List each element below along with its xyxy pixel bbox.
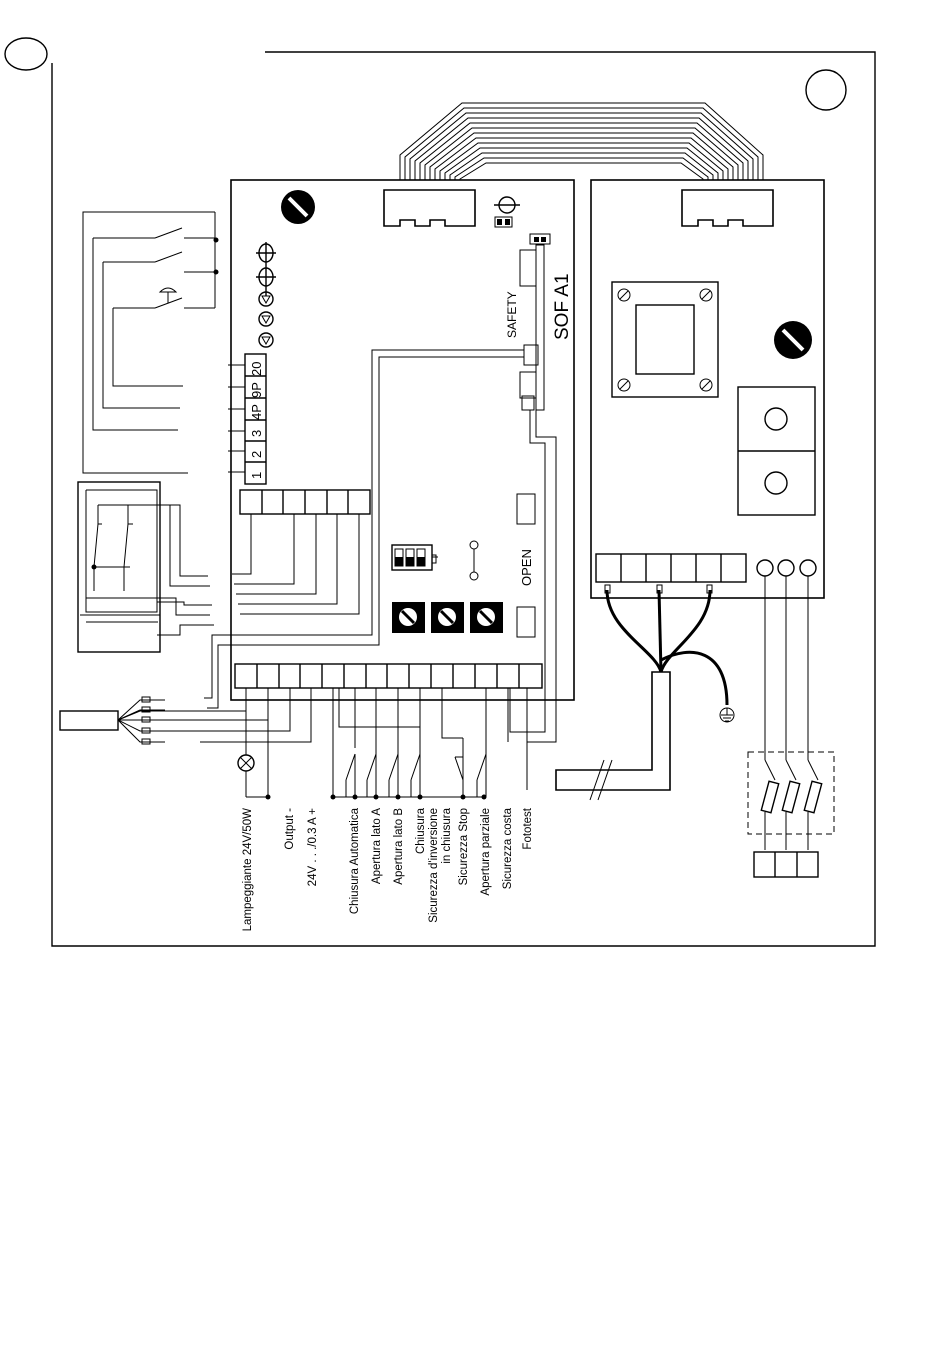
potentiometer-icon: [281, 190, 315, 224]
mains-terminal-block: [754, 852, 818, 877]
ribbon-connector-right: [682, 190, 773, 226]
terminal-label: 1: [249, 472, 264, 479]
power-potentiometer-icon: [774, 321, 812, 359]
safety-label: SAFETY: [505, 291, 519, 338]
label-chiusura: Chiusura: [415, 807, 427, 854]
terminal-label: 4P: [249, 404, 264, 420]
lamp-icon: [238, 755, 254, 771]
label-in-chiusura: in chiusura: [441, 807, 453, 863]
mains-cable: [556, 585, 727, 800]
trimmer-icons: [392, 602, 503, 633]
label-sicurezza-inversione: Sicurezza d'inversione: [428, 808, 440, 923]
label-apertura-parziale: Apertura parziale: [480, 808, 492, 896]
label-sicurezza-costa: Sicurezza costa: [502, 807, 514, 889]
badge-circle-right: [806, 70, 846, 110]
contact-switches: [346, 754, 486, 797]
power-board: [591, 180, 824, 598]
motor-connector: [60, 697, 165, 744]
terminal-label: 2: [249, 451, 264, 458]
fuse-wires: [765, 576, 808, 760]
open-label: OPEN: [519, 549, 534, 586]
key-selector-panel: [78, 482, 160, 652]
fuse-elements: [761, 760, 821, 850]
board-model-label: SOF A1: [552, 273, 573, 340]
label-lampeggiante: Lampeggiante 24V/50W: [242, 808, 254, 932]
bottom-labels: Lampeggiante 24V/50W Output - 24V . . ./…: [242, 807, 534, 931]
label-output: Output -: [284, 808, 296, 850]
ribbon-cable: [400, 103, 763, 190]
ground-icon: [720, 708, 734, 722]
corner-badge: [5, 38, 47, 70]
label-24v: 24V . . ./0.3 A +: [307, 808, 319, 887]
terminal-label: 9P: [249, 382, 264, 398]
ribbon-connector-left: [384, 190, 475, 226]
label-chiusura-automatica: Chiusura Automatica: [349, 807, 361, 914]
label-fototest: Fototest: [522, 807, 534, 849]
pushbutton-panel: [83, 212, 219, 473]
label-apertura-lato-a: Apertura lato A: [371, 808, 383, 884]
label-apertura-lato-b: Apertura lato B: [393, 808, 405, 885]
fuse-box: [748, 752, 834, 834]
terminal-label: 20: [249, 362, 264, 376]
terminal-label: 3: [249, 430, 264, 437]
label-sicurezza-stop: Sicurezza Stop: [458, 808, 470, 885]
